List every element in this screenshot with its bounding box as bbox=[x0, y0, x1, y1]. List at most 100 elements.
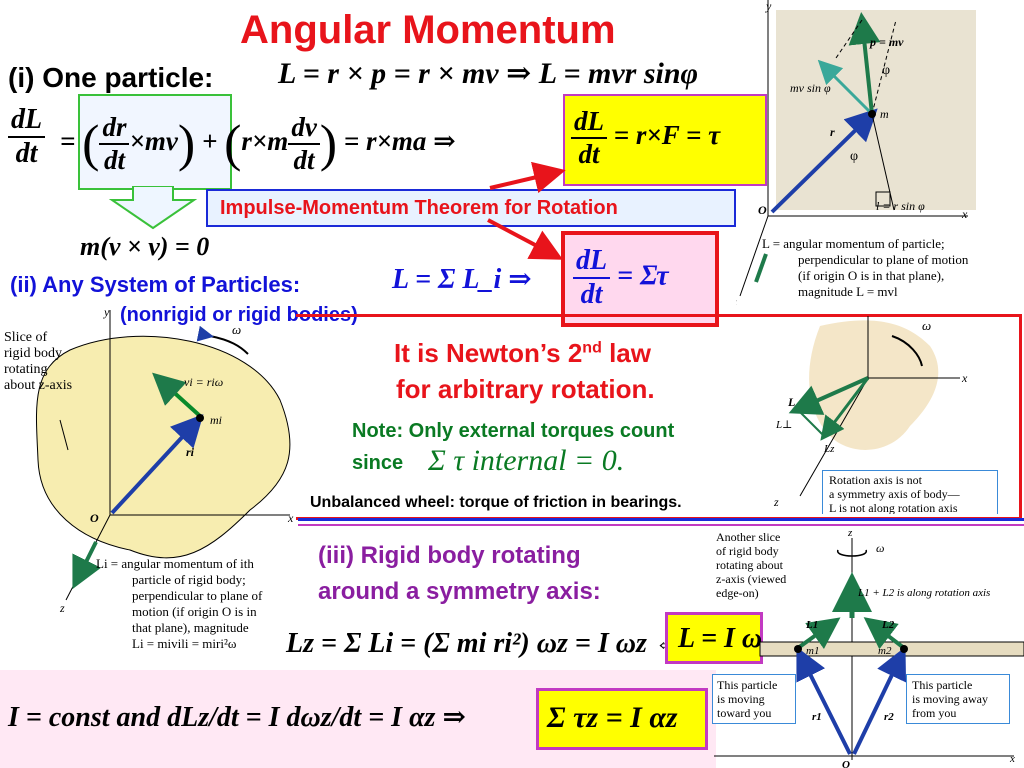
caption-line: motion (if origin O is in bbox=[132, 604, 257, 619]
axis-x-label: x bbox=[961, 371, 968, 385]
caption-line: rotating bbox=[4, 362, 48, 377]
divider-lines bbox=[298, 518, 1024, 521]
axis-z-label: z bbox=[773, 495, 779, 509]
axis-x-label: x bbox=[287, 511, 294, 525]
section2-label: (ii) Any System of Particles: bbox=[10, 272, 301, 297]
v-label: vi = riω bbox=[184, 375, 223, 389]
note-line1: Note: Only external torques count bbox=[352, 420, 675, 442]
phi-label-bottom: φ bbox=[850, 149, 858, 164]
caption-line: is moving away bbox=[912, 692, 988, 706]
m-label: mi bbox=[210, 413, 222, 427]
origin-label: O bbox=[842, 759, 850, 768]
caption-line: Rotation axis is not bbox=[829, 473, 922, 487]
section3-line1: (iii) Rigid body rotating bbox=[318, 542, 581, 569]
caption-line: Another slice bbox=[716, 530, 781, 544]
omega-label: ω bbox=[922, 318, 931, 333]
axis-y-label: y bbox=[103, 310, 110, 319]
caption-line: (if origin O is in that plane), bbox=[798, 268, 945, 283]
origin-label: O bbox=[90, 511, 99, 525]
down-arrow-icon bbox=[108, 186, 198, 230]
caption-line: about z-axis bbox=[4, 378, 73, 393]
Lz-label: Lz bbox=[823, 443, 835, 455]
unbalanced-caption: Rotation axis is not a symmetry axis of … bbox=[822, 470, 998, 514]
figure-rigid-slice: y x z O ω vi = riω mi ri bbox=[36, 310, 294, 615]
page-title: Angular Momentum bbox=[240, 8, 616, 52]
red-arrows bbox=[487, 161, 566, 260]
caption-line: L = angular momentum of particle; bbox=[762, 236, 945, 251]
section2-equation: L = Σ L_i ⇒ bbox=[392, 264, 532, 295]
sum-label: L1 + L2 is along rotation axis bbox=[857, 587, 990, 599]
caption-line: rotating about bbox=[716, 558, 783, 572]
zero-term: m(v × v) = 0 bbox=[80, 232, 210, 261]
bottom-result-box: Σ τz = I αz bbox=[536, 688, 708, 750]
caption-line: rigid body bbox=[4, 346, 62, 361]
section3-result-box: L = I ω bbox=[665, 612, 763, 664]
newton-line1: It is Newton’s 2nd law bbox=[394, 338, 651, 368]
caption-line: This particle bbox=[912, 678, 973, 692]
note-line2: since bbox=[352, 452, 404, 474]
away-caption: This particle is moving away from you bbox=[906, 674, 1010, 724]
caption-line: toward you bbox=[717, 706, 772, 720]
Lperp-label: L⊥ bbox=[775, 419, 792, 431]
caption-line: perpendicular to plane of bbox=[132, 588, 263, 603]
divider-line-2 bbox=[298, 524, 1024, 526]
note-equation: Σ τ internal = 0. bbox=[428, 444, 625, 477]
section1-equation: L = r × p = r × mv ⇒ L = mvr sinφ bbox=[278, 57, 699, 90]
symmetric-slice-caption: Another slice of rigid body rotating abo… bbox=[716, 530, 786, 600]
m-label: m bbox=[880, 107, 889, 121]
l-label: l = r sin φ bbox=[876, 199, 925, 213]
m1-label: m1 bbox=[806, 645, 819, 657]
origin-label: O bbox=[758, 203, 767, 217]
omega-label: ω bbox=[876, 541, 884, 555]
r-label: r bbox=[830, 125, 835, 139]
axis-z-label: z bbox=[847, 528, 853, 539]
caption-line: is moving bbox=[717, 692, 765, 706]
r2-label: r2 bbox=[884, 711, 894, 723]
figure-unbalanced: ω x L L⊥ Lz z bbox=[773, 316, 968, 509]
m2-label: m2 bbox=[878, 645, 892, 657]
impulse-label: Impulse-Momentum Theorem for Rotation bbox=[206, 189, 736, 227]
axis-x-label: x bbox=[1009, 753, 1015, 765]
caption-line: Li = mivili = miri²ω bbox=[132, 636, 237, 651]
toward-caption: This particle is moving toward you bbox=[712, 674, 796, 724]
axis-z-label: z bbox=[59, 601, 65, 615]
newton-line2: for arbitrary rotation. bbox=[396, 374, 655, 404]
phi-label-top: φ bbox=[882, 63, 890, 78]
caption-line: magnitude L = mvl bbox=[798, 284, 898, 299]
caption-line: perpendicular to plane of motion bbox=[798, 252, 969, 267]
section1-label: (i) One particle: bbox=[8, 62, 214, 93]
r1-label: r1 bbox=[812, 711, 822, 723]
axis-z-label: z bbox=[736, 295, 737, 309]
rigid-slice-caption: Li = angular momentum of ith particle of… bbox=[96, 556, 306, 652]
L-label: L bbox=[787, 395, 795, 409]
caption-line: L is not along rotation axis bbox=[829, 501, 958, 514]
axis-y-label: y bbox=[765, 0, 772, 13]
bottom-equation: I = const and dLz/dt = I dωz/dt = I αz ⇒ bbox=[8, 702, 466, 733]
caption-line: that plane), magnitude bbox=[132, 620, 249, 635]
caption-line: particle of rigid body; bbox=[132, 572, 246, 587]
slice-caption: Slice of rigid body rotating about z-axi… bbox=[4, 330, 72, 394]
unbalanced-text: Unbalanced wheel: torque of friction in … bbox=[310, 494, 682, 511]
p-label: p = mv bbox=[869, 35, 904, 49]
caption-line: of rigid body bbox=[716, 544, 779, 558]
caption-line: edge-on) bbox=[716, 586, 759, 600]
figure-particle-caption: L = angular momentum of particle; perpen… bbox=[762, 236, 1024, 300]
green-term-box bbox=[78, 94, 232, 190]
figure-symmetric: z x O ω L1 + L2 is along rotation axis L… bbox=[714, 528, 1024, 768]
omega-label: ω bbox=[232, 322, 241, 337]
axis-x-label: x bbox=[961, 207, 968, 221]
section2-sublabel: (nonrigid or rigid bodies) bbox=[120, 304, 358, 326]
L2-label: L2 bbox=[881, 619, 895, 631]
caption-line: from you bbox=[912, 706, 957, 720]
r-label: ri bbox=[186, 445, 195, 459]
caption-line: Slice of bbox=[4, 330, 48, 345]
figure-particle: y x z O p = mv mv sin φ φ φ r m l = r si… bbox=[736, 0, 976, 309]
caption-line: z-axis (viewed bbox=[716, 572, 787, 586]
section3-line2: around a symmetry axis: bbox=[318, 578, 601, 605]
caption-line: Li = angular momentum of ith bbox=[96, 556, 254, 571]
section3-equation: Lz = Σ Li = (Σ mi ri²) ωz = I ωz ⇔ bbox=[286, 628, 682, 659]
caption-line: a symmetry axis of body— bbox=[829, 487, 960, 501]
